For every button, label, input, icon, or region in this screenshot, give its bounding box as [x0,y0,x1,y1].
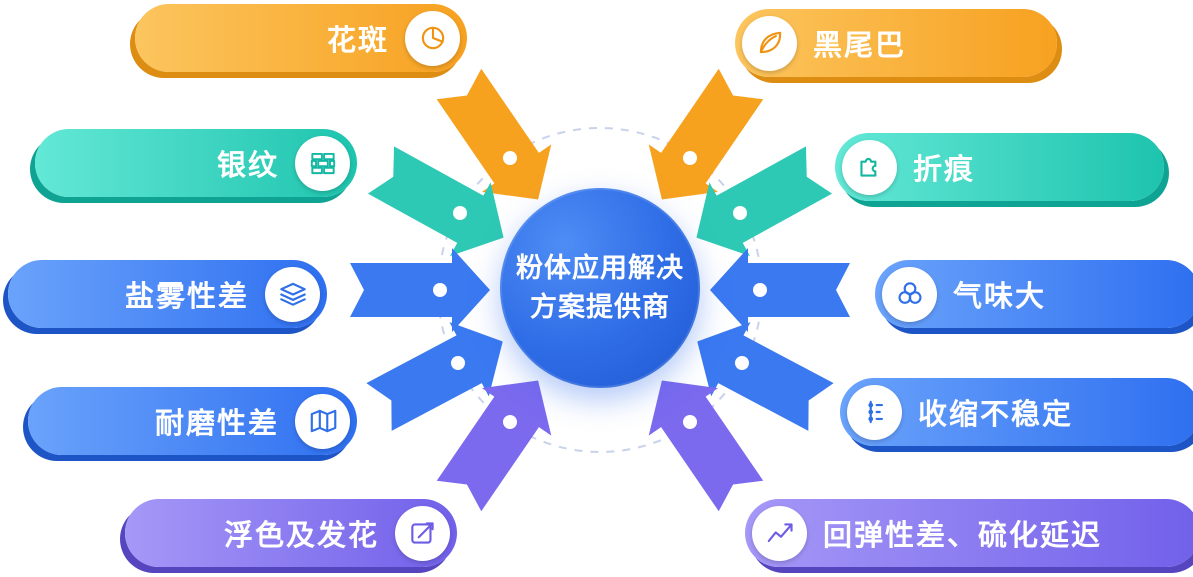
pill-yinwen: 银纹 [35,129,357,197]
pill-label: 气味大 [953,281,1047,313]
connector-dot [503,151,517,165]
pill-shousuobuwending: 收缩不稳定 [840,378,1193,446]
connector-dot [451,356,465,370]
connector-dot [433,283,447,297]
arrow-naimo [366,322,503,431]
pie-chart-icon [405,10,460,66]
layers-icon [265,266,320,322]
map-icon [295,393,350,449]
pill-fusejifahua: 浮色及发花 [125,499,457,567]
circles-icon [882,266,937,322]
arrow-shousuo [697,322,834,431]
pill-label: 浮色及发花 [223,520,379,552]
pill-label: 银纹 [216,150,279,182]
pill-huitanxingcha: 回弹性差、硫化延迟 [745,499,1193,567]
pill-label: 耐磨性差 [154,408,279,440]
bricks-icon [295,135,350,191]
connector-dot [753,283,767,297]
tune-icon [847,384,902,440]
puzzle-icon [842,139,897,195]
connector-dot [733,206,747,220]
arrow-heiweiba [648,68,764,200]
arrow-zhehen [696,146,833,257]
pill-yanwuxingcha: 盐雾性差 [8,260,327,328]
arrow-fuse [436,380,552,512]
pill-label: 花斑 [326,25,389,57]
connector-dot [503,415,517,429]
pill-label: 折痕 [913,154,976,186]
arrow-huitan [648,380,764,512]
pill-label: 回弹性差、硫化延迟 [823,520,1103,552]
trend-up-icon [752,505,807,561]
connector-dot [683,415,697,429]
edit-icon [395,505,450,561]
connector-dot [735,356,749,370]
center-title-line2: 方案提供商 [530,292,670,322]
connector-dot [453,206,467,220]
arrow-huaban [436,68,552,200]
pill-naimoxingcha: 耐磨性差 [28,387,357,455]
arrow-yinwen [367,146,504,257]
pill-label: 收缩不稳定 [918,399,1074,431]
pill-huaban: 花斑 [135,4,467,72]
arrow-qiwei [710,248,850,332]
pill-qiweida: 气味大 [875,260,1193,328]
pill-label: 盐雾性差 [124,281,249,313]
pill-label: 黑尾巴 [813,30,907,62]
pill-heiweiba: 黑尾巴 [735,9,1057,77]
center-circle: 粉体应用解决 方案提供商 [500,188,700,388]
pill-zhehen: 折痕 [835,133,1164,201]
center-title-line1: 粉体应用解决 [516,252,684,283]
leaf-icon [742,15,797,71]
arrow-yanwu [350,248,490,332]
connector-dot [683,151,697,165]
